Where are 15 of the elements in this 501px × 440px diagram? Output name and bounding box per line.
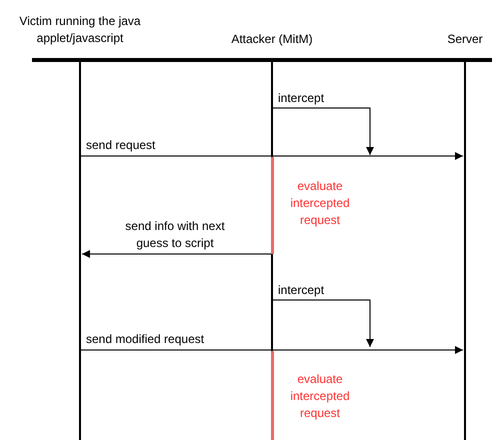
edge-label: send info with next guess to script	[124, 218, 226, 252]
annotation-text: evaluate intercepted request	[289, 371, 351, 422]
message-arrow	[80, 346, 464, 354]
intercept-arrow	[272, 108, 374, 156]
lifeline-header: Victim running the java applet/javascript	[18, 13, 142, 47]
message-arrow	[80, 152, 464, 160]
annotation-text: evaluate intercepted request	[289, 178, 351, 229]
message-arrow	[82, 250, 272, 258]
edge-label: send request	[86, 137, 156, 154]
lifeline-header: Server	[446, 31, 484, 48]
edge-label: send modified request	[86, 331, 206, 348]
edge-label: intercept	[278, 90, 326, 107]
intercept-arrow	[272, 300, 374, 348]
lifeline-header: Attacker (MitM)	[230, 31, 314, 48]
edge-label: intercept	[278, 282, 326, 299]
